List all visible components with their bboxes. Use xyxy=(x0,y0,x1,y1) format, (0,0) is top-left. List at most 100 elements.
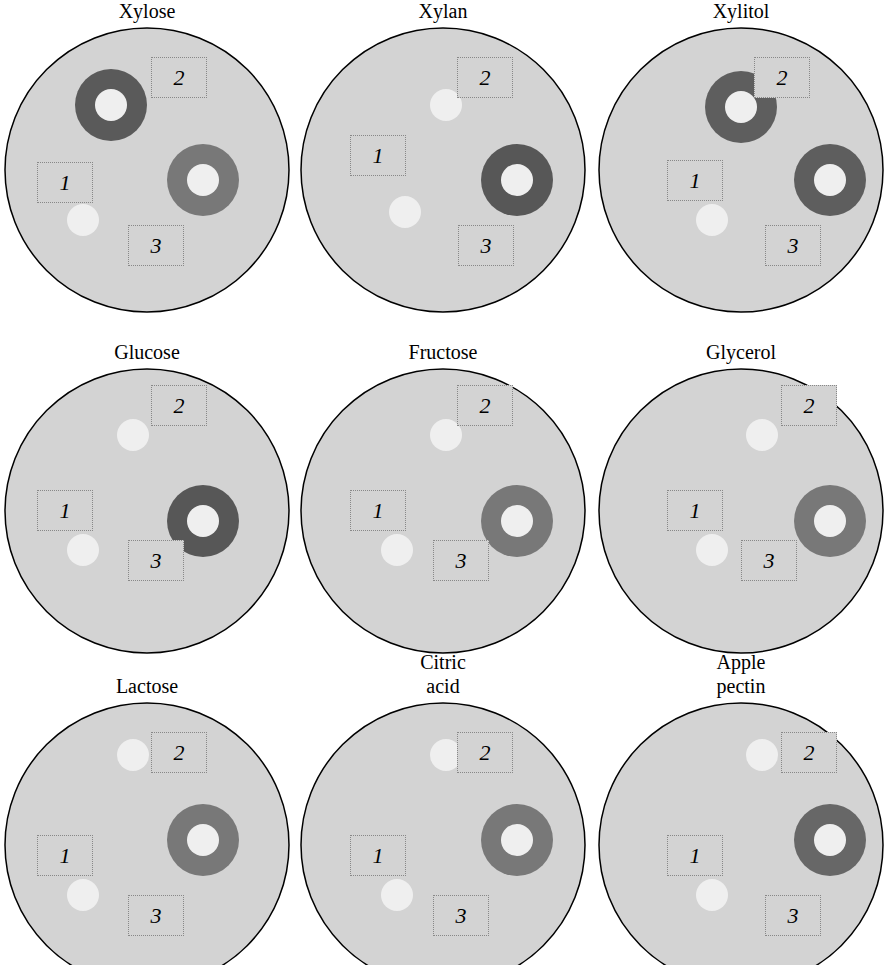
petri-dish: Xylitol213 xyxy=(598,27,884,313)
agar-plate xyxy=(5,369,289,653)
callout-number: 2 xyxy=(804,394,815,418)
callout-number: 1 xyxy=(690,499,701,523)
clear-zone xyxy=(794,485,866,557)
sample-well xyxy=(67,204,99,236)
well-label-box: 2 xyxy=(457,385,513,426)
sample-well xyxy=(746,739,778,771)
sample-well xyxy=(501,824,533,856)
callout-number: 1 xyxy=(690,169,701,193)
sample-well xyxy=(67,534,99,566)
callout-number: 2 xyxy=(804,741,815,765)
well-label-box: 1 xyxy=(350,490,406,531)
dish-outline xyxy=(300,368,586,654)
callout-number: 1 xyxy=(373,844,384,868)
dish-title: Lactose xyxy=(116,674,178,698)
well-label-box: 3 xyxy=(458,225,514,266)
callout-number: 1 xyxy=(373,144,384,168)
sample-well xyxy=(814,824,846,856)
callout-number: 1 xyxy=(690,844,701,868)
dish-title: Glucose xyxy=(114,340,180,364)
sample-well xyxy=(187,824,219,856)
petri-dish: Apple pectin213 xyxy=(598,702,884,965)
sample-well xyxy=(389,196,421,228)
clear-zone xyxy=(481,804,553,876)
sample-well xyxy=(725,91,757,123)
clear-zone xyxy=(75,69,147,141)
well-label-box: 1 xyxy=(350,835,406,876)
sample-well xyxy=(696,534,728,566)
well-label-box: 3 xyxy=(765,225,821,266)
well-label-box: 3 xyxy=(128,540,184,581)
dish-outline xyxy=(300,27,586,313)
sample-well xyxy=(67,879,99,911)
well-label-box: 2 xyxy=(151,732,207,773)
well-label-box: 1 xyxy=(37,162,93,203)
callout-number: 3 xyxy=(788,904,799,928)
dish-outline xyxy=(598,368,884,654)
petri-dish: Fructose213 xyxy=(300,368,586,654)
clear-zone xyxy=(481,485,553,557)
clear-zone xyxy=(167,804,239,876)
sample-well xyxy=(117,739,149,771)
dish-title: Fructose xyxy=(409,340,478,364)
well-label-box: 3 xyxy=(741,540,797,581)
dish-outline xyxy=(598,702,884,965)
well-label-box: 2 xyxy=(781,385,837,426)
callout-number: 3 xyxy=(151,549,162,573)
well-label-box: 3 xyxy=(128,225,184,266)
well-label-box: 2 xyxy=(457,57,513,98)
sample-well xyxy=(501,164,533,196)
petri-dish: Xylose213 xyxy=(4,27,290,313)
sample-well xyxy=(187,164,219,196)
well-label-box: 2 xyxy=(151,385,207,426)
agar-plate xyxy=(5,703,289,965)
clear-zone xyxy=(794,144,866,216)
well-label-box: 2 xyxy=(781,732,837,773)
callout-number: 3 xyxy=(456,904,467,928)
petri-dish: Lactose213 xyxy=(4,702,290,965)
clear-zone xyxy=(794,804,866,876)
well-label-box: 2 xyxy=(457,732,513,773)
callout-number: 2 xyxy=(480,394,491,418)
callout-number: 2 xyxy=(174,66,185,90)
dish-title: Xylitol xyxy=(713,0,770,23)
agar-plate xyxy=(301,28,585,312)
callout-number: 3 xyxy=(456,549,467,573)
callout-number: 2 xyxy=(174,394,185,418)
callout-number: 2 xyxy=(174,741,185,765)
sample-well xyxy=(95,89,127,121)
clear-zone xyxy=(167,144,239,216)
callout-number: 1 xyxy=(60,499,71,523)
clear-zone xyxy=(481,144,553,216)
agar-plate xyxy=(5,28,289,312)
dish-outline xyxy=(598,27,884,313)
callout-number: 3 xyxy=(151,904,162,928)
well-label-box: 3 xyxy=(433,540,489,581)
dish-title: Xylan xyxy=(419,0,468,23)
petri-dish: Xylan213 xyxy=(300,27,586,313)
sample-well xyxy=(814,164,846,196)
well-label-box: 1 xyxy=(667,490,723,531)
sample-well xyxy=(501,505,533,537)
well-label-box: 3 xyxy=(433,895,489,936)
sample-well xyxy=(381,534,413,566)
callout-number: 3 xyxy=(764,549,775,573)
well-label-box: 1 xyxy=(37,490,93,531)
sample-well xyxy=(187,505,219,537)
well-label-box: 3 xyxy=(128,895,184,936)
agar-plate xyxy=(599,703,883,965)
callout-number: 1 xyxy=(373,499,384,523)
well-label-box: 1 xyxy=(667,160,723,201)
well-label-box: 1 xyxy=(37,835,93,876)
well-label-box: 2 xyxy=(754,57,810,98)
dish-title: Glycerol xyxy=(706,340,776,364)
agar-plate xyxy=(301,369,585,653)
callout-number: 1 xyxy=(60,171,71,195)
dish-title: Xylose xyxy=(119,0,176,23)
callout-number: 3 xyxy=(151,234,162,258)
agar-plate xyxy=(599,28,883,312)
callout-number: 1 xyxy=(60,844,71,868)
well-label-box: 2 xyxy=(151,57,207,98)
sample-well xyxy=(117,419,149,451)
callout-number: 3 xyxy=(481,234,492,258)
